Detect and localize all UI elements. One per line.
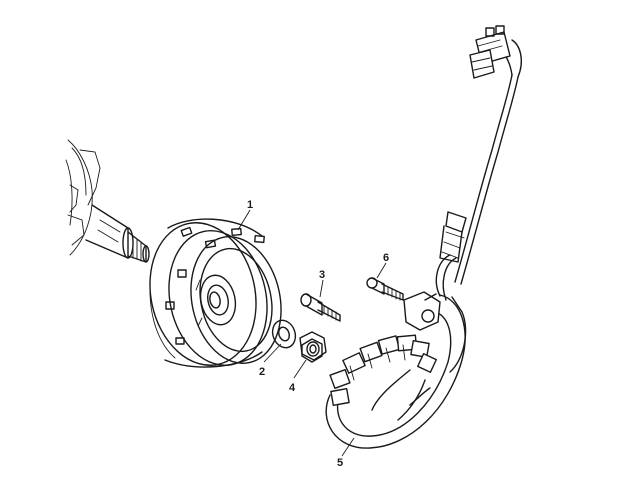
leader-6 <box>376 262 387 279</box>
callout-2: 2 <box>259 366 265 378</box>
leader-3 <box>319 279 324 298</box>
callout-1: 1 <box>247 199 253 211</box>
wiring-harness <box>424 25 522 373</box>
leader-lines <box>237 209 387 457</box>
crankshaft <box>65 139 150 263</box>
leader-4 <box>293 359 307 379</box>
callout-3: 3 <box>319 269 325 281</box>
bolt <box>300 293 341 322</box>
callout-labels: 1 2 3 4 5 6 <box>247 199 389 469</box>
leader-1 <box>237 209 251 231</box>
callout-5: 5 <box>337 457 343 469</box>
screw <box>366 277 404 301</box>
callout-4: 4 <box>289 382 296 394</box>
leader-2 <box>263 343 282 363</box>
callout-6: 6 <box>383 252 389 264</box>
nut <box>299 331 327 363</box>
leader-5 <box>341 437 355 457</box>
washer <box>271 319 297 349</box>
flywheel-rotor <box>149 218 282 368</box>
stator <box>325 291 466 449</box>
